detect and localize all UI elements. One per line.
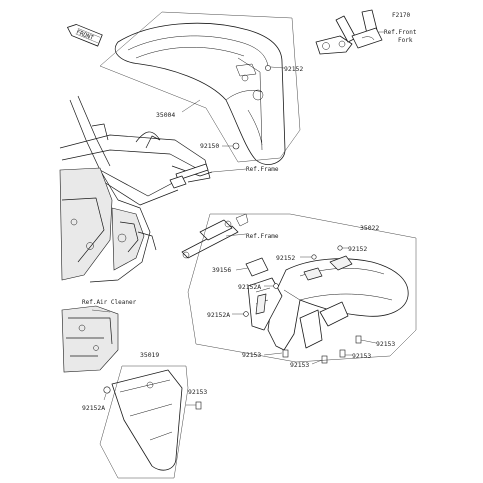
label-ref-frame-2: Ref.Frame [246, 233, 279, 240]
bolt-92153-3 [339, 349, 346, 358]
label-92153-2: 92153 [290, 361, 309, 369]
group-box-35019 [99, 365, 189, 479]
label-35022: 35022 [360, 224, 379, 232]
ref-front-fork-label-line1: Ref.Front [384, 29, 417, 36]
front-fender-35004 [114, 22, 286, 165]
label-92152A-3: 92152A [82, 404, 105, 412]
label-92152-top: 92152 [284, 65, 303, 73]
label-ref-air-cleaner: Ref.Air Cleaner [82, 299, 137, 306]
label-92152A-1: 92152A [238, 283, 261, 291]
bolt-92153-4 [355, 335, 362, 344]
ref-front-fork-label-line2: Fork [398, 37, 413, 44]
label-92153-5: 92153 [188, 388, 207, 396]
group-box-35022 [187, 213, 417, 363]
bolt-92153-2 [321, 355, 328, 364]
pad-39156 [245, 257, 269, 277]
bolt-92152-top [265, 65, 271, 71]
bolt-92152-r2 [311, 254, 317, 260]
air-cleaner-area [61, 305, 119, 373]
bolt-92152-r1 [337, 245, 343, 251]
label-92152A-2: 92152A [207, 311, 230, 319]
label-35004: 35004 [156, 111, 175, 119]
rear-fender-35022 [247, 255, 409, 351]
front-fork-bracket [315, 9, 383, 55]
rear-bracket [181, 213, 249, 259]
label-92153-1: 92153 [242, 351, 261, 359]
label-92153-4: 92153 [376, 340, 395, 348]
label-ref-frame-1: Ref.Frame [246, 166, 279, 173]
bolt-92153-5 [195, 401, 202, 410]
bolt-92152A-1 [273, 283, 279, 289]
label-92152-r2: 92152 [276, 254, 295, 262]
frame-structure [59, 95, 213, 283]
label-39156: 39156 [212, 266, 231, 274]
label-92153-3: 92153 [352, 352, 371, 360]
group-box-35004 [99, 11, 301, 163]
label-35019: 35019 [140, 351, 159, 359]
label-92152-r1: 92152 [348, 245, 367, 253]
bolt-92152A-2 [243, 311, 249, 317]
front-arrow-badge: FRONT [66, 24, 103, 47]
bolt-92153-1 [282, 349, 289, 358]
bolt-92152A-3 [103, 386, 111, 394]
label-92150: 92150 [200, 142, 219, 150]
bolt-92150 [232, 142, 240, 150]
diagram-code: F2170 [392, 12, 410, 19]
mud-guard-35019 [111, 369, 183, 471]
